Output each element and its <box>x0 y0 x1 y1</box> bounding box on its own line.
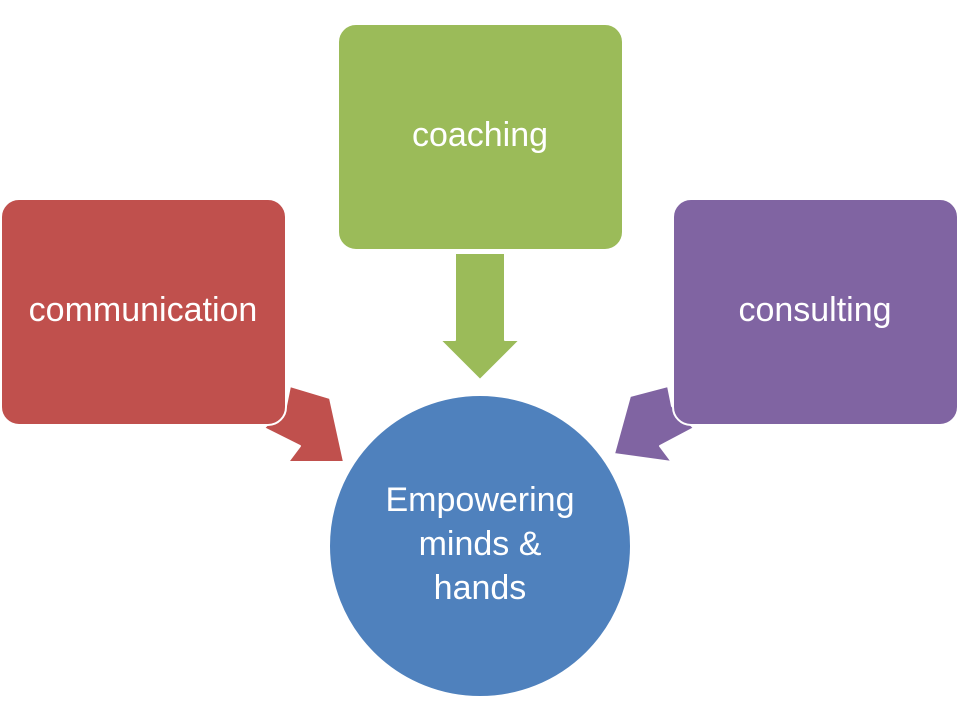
box-communication: communication <box>0 198 287 426</box>
box-consulting-label: consulting <box>738 291 891 329</box>
box-coaching-label: coaching <box>412 116 548 154</box>
center-label-line-1: Empowering <box>386 481 575 519</box>
arrow-coaching-to-center <box>439 252 521 381</box>
box-consulting: consulting <box>672 198 959 426</box>
arrow-consulting-to-center <box>613 385 695 463</box>
center-label-line-3: hands <box>434 569 527 607</box>
center-circle: Empowering minds & hands <box>328 394 632 698</box>
box-communication-label: communication <box>29 291 258 329</box>
center-label-line-2: minds & <box>419 525 542 563</box>
box-coaching: coaching <box>337 23 624 251</box>
